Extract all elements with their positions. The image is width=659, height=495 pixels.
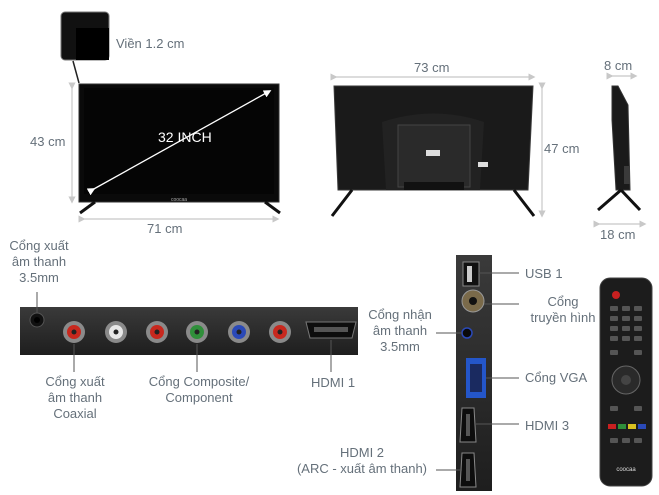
hdmi2-port-icon [459,452,477,488]
vga-label: Cổng VGA [525,370,588,385]
tv-back-icon [330,85,536,217]
front-height-label: 43 cm [30,134,66,149]
rca-red-jack-icon [146,321,168,343]
hdmi2-label: HDMI 2(ARC - xuất âm thanh) [296,445,428,476]
tv-front-icon: coocaa [78,83,281,215]
side-port-panel [456,255,492,491]
screen-size-label: 32 INCH [158,129,212,145]
stand-depth-label: 18 cm [600,227,636,242]
audio-out-jack-icon [29,312,45,328]
rca-white-jack-icon [105,321,127,343]
audio-in-jack-icon [461,327,473,339]
rca-green-jack-icon [186,321,208,343]
svg-text:coocaa: coocaa [171,197,187,203]
leader-lines [36,272,519,471]
rca-red2-jack-icon [269,321,291,343]
usb-port-icon [462,261,480,287]
front-width-label: 71 cm [147,221,183,236]
hdmi3-port-icon [459,407,477,443]
vga-port-icon [466,358,486,398]
rca-blue-jack-icon [228,321,250,343]
antenna-port-icon [461,289,485,313]
svg-text:coocaa: coocaa [616,467,636,473]
depth-label: 8 cm [604,58,633,73]
hdmi1-label: HDMI 1 [311,375,356,390]
remote-control-icon: coocaa [599,277,653,487]
hdmi3-label: HDMI 3 [525,418,570,433]
bezel-zoom-icon [60,11,110,84]
tv-side-icon [597,85,642,212]
bezel-label: Viền 1.2 cm [116,36,185,51]
rear-port-panel [20,307,358,355]
usb1-label: USB 1 [525,266,563,281]
hdmi1-port-icon [305,321,357,339]
back-width-label: 73 cm [414,60,450,75]
rca-coaxial-jack-icon [63,321,85,343]
composite-label: Cổng Composite/Component [148,374,250,405]
back-height-label: 47 cm [544,141,580,156]
